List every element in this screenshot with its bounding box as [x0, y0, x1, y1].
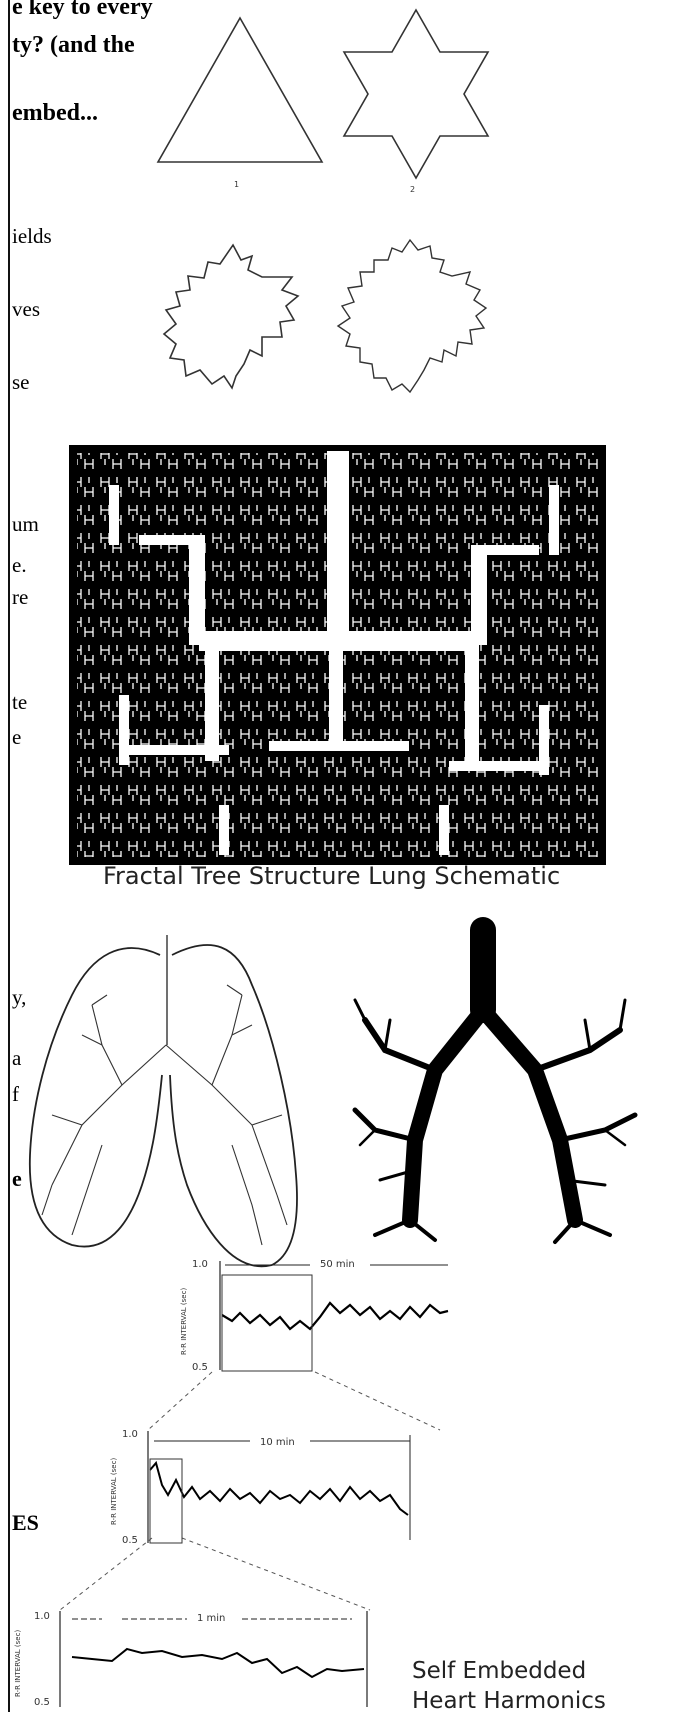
- left-text-line-7: um: [12, 512, 39, 537]
- panel2-ybot: 0.5: [122, 1535, 138, 1546]
- lung-caption: Fractal Tree Structure Lung Schematic: [103, 862, 560, 890]
- left-text-line-11: e: [12, 725, 21, 750]
- panel3-ybot: 0.5: [34, 1697, 50, 1708]
- koch-stage-3-snowflake: [164, 245, 298, 388]
- koch-stage-4-snowflake: [338, 240, 486, 392]
- koch-stage-1-triangle: [158, 18, 322, 162]
- heart-rate-panel-10min: 1.0 0.5 10 min R-R INTERVAL (sec): [110, 1425, 450, 1555]
- panel3-span: 1 min: [197, 1613, 225, 1624]
- koch-stage-2-star: [344, 10, 488, 178]
- lung-outline-drawing: [12, 925, 312, 1275]
- left-text-line-10: te: [12, 690, 27, 715]
- panel2-ytop: 1.0: [122, 1429, 138, 1440]
- panel3-ylabel: R-R INTERVAL (sec): [14, 1630, 22, 1697]
- left-text-line-9: re: [12, 585, 28, 610]
- left-text-line-8: e.: [12, 553, 27, 578]
- bronchial-tree-silhouette: [355, 930, 655, 1250]
- panel2-ylabel: R-R INTERVAL (sec): [110, 1458, 118, 1525]
- panel3-ytop: 1.0: [34, 1611, 50, 1622]
- heart-caption-line-2: Heart Harmonics: [412, 1688, 606, 1714]
- panel2-span: 10 min: [260, 1437, 295, 1448]
- koch-label-2: 2: [410, 185, 415, 194]
- fractal-h-tree-schematic: [69, 445, 606, 865]
- koch-label-1: 1: [234, 180, 239, 189]
- heart-caption-line-1: Self Embedded: [412, 1658, 586, 1684]
- heart-rate-panel-1min: 1.0 0.5 1 min R-R INTERVAL (sec): [12, 1607, 372, 1707]
- koch-snowflake-diagram: 1 2: [0, 0, 673, 430]
